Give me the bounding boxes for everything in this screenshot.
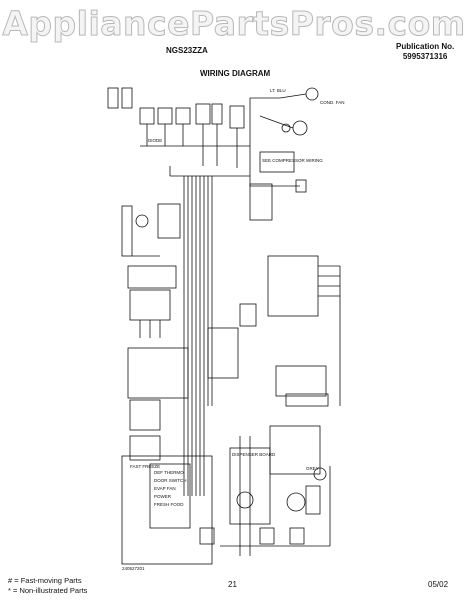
page-number: 21 [228,580,237,589]
legend-fast-moving: # = Fast-moving Parts [8,576,82,585]
publication-number: 5995371316 [402,52,448,61]
relay-module [249,183,273,221]
light-bulb-icon [135,214,149,228]
switch-bank [129,289,171,321]
dispenser-motor-icon [286,492,306,512]
label-diode: DIODE [148,138,162,143]
label-power: POWER [154,494,172,499]
diagram-title: WIRING DIAGRAM [200,69,271,78]
wiring-diagram: LT. BLU COND. FAN SEE COMPRESSOR WIRING … [107,87,345,571]
dispenser-board [121,455,213,565]
label-fast-freeze: FAST FREEZE [130,464,160,469]
label-compressor: SEE COMPRESSOR WIRING [262,158,323,163]
label-evap-fan: EVAP FAN [154,486,176,491]
auger-motor-icon [236,491,254,509]
compressor-box [259,151,295,173]
publication-date: 05/02 [428,580,449,589]
dispenser-valve-box [269,425,321,475]
label-fresh-food: FRESH FOOD [154,502,184,507]
label-lt-blu: LT. BLU [270,88,286,93]
heater-block [139,107,155,125]
evap-fan-motor-icon [292,120,308,136]
legend-non-illustrated: * = Non-illustrated Parts [8,586,88,595]
publication-label: Publication No. [396,42,455,51]
label-cond-fan: COND. FAN [320,100,345,105]
connector-harness [267,255,319,317]
label-part-code: 240527201 [122,566,145,571]
label-dispenser-board: DISPENSER BOARD [232,452,276,457]
watermark-logo: AppliancePartsPros.com [2,4,466,44]
main-control-board [127,347,189,399]
model-number: NGS23ZZA [166,46,208,55]
connector-block [107,87,119,109]
legend: # = Fast-moving Parts * = Non-illustrate… [8,576,87,596]
label-def-therm: DEF THERMO [154,470,184,475]
label-grey: GREY [306,466,319,471]
control-module [157,203,181,239]
cond-fan-motor-icon [305,87,319,101]
publication-info: Publication No. 5995371316 [396,42,454,62]
label-door-switch: DOOR SWITCH [154,478,187,483]
